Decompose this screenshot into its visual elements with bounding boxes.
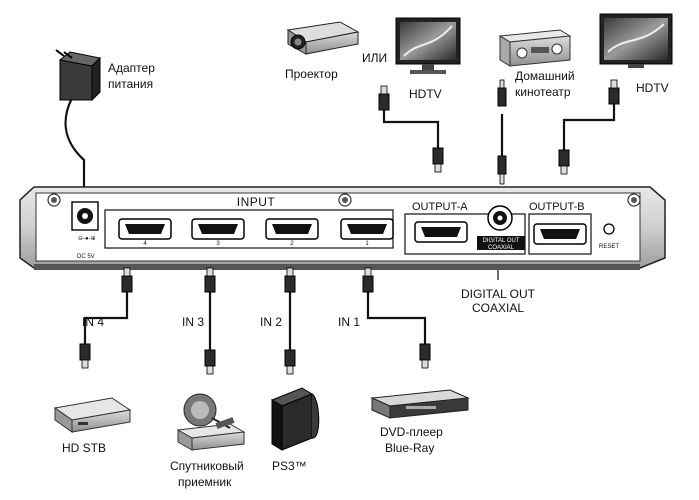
source-satellite-label-line1: Спутниковый xyxy=(170,459,244,473)
hdmi-plug-icon xyxy=(204,267,216,293)
output-a-frame xyxy=(404,213,526,255)
reset-button[interactable] xyxy=(603,223,615,235)
source-dvd-label-line2: Blue-Ray xyxy=(385,441,434,455)
source-dvd-label-line1: DVD-плеер xyxy=(380,425,443,439)
source-ps3-label: PS3™ xyxy=(272,459,307,473)
port-number-2: 2 xyxy=(290,241,294,247)
adapter-label-line2: питания xyxy=(108,77,153,91)
rca-plug-icon xyxy=(497,155,507,185)
hdmi-input-port-2[interactable] xyxy=(265,218,319,240)
screw-icon xyxy=(338,193,352,207)
coaxial-port[interactable] xyxy=(487,205,513,231)
satellite-receiver-icon xyxy=(176,393,246,451)
hdmi-plug-icon xyxy=(204,349,216,375)
hdmi-plug-icon xyxy=(284,267,296,293)
game-console-icon xyxy=(270,387,320,451)
monitor-icon xyxy=(395,17,461,74)
hdtv-b-label: HDTV xyxy=(636,81,669,95)
home-theater-label-line2: кинотеатр xyxy=(515,85,571,99)
digital-out-callout-line2: COAXIAL xyxy=(472,301,524,315)
hdmi-input-port-3[interactable] xyxy=(191,218,245,240)
output-b-frame xyxy=(528,213,592,255)
tv-icon xyxy=(599,13,673,68)
digital-out-callout-line1: DIGITAL OUT xyxy=(461,287,536,301)
dc-port-label: DC 5V xyxy=(77,254,95,260)
hdmi-output-a-port[interactable] xyxy=(414,221,468,243)
port-number-3: 3 xyxy=(216,241,220,247)
output-b-label: OUTPUT-B xyxy=(529,201,585,213)
input-label-3: IN 3 xyxy=(182,315,204,329)
coaxial-badge-text: COAXIAL xyxy=(488,245,515,251)
home-theater-label-line1: Домашний xyxy=(515,69,575,83)
hdmi-plug-icon xyxy=(121,267,133,293)
input-label-4: IN 4 xyxy=(82,315,104,329)
hdmi-plug-icon xyxy=(284,349,296,375)
hdmi-plug-icon xyxy=(432,147,444,173)
hdmi-output-b-port[interactable] xyxy=(533,223,587,245)
input-header: INPUT xyxy=(237,195,276,209)
hdmi-input-port-1[interactable] xyxy=(340,218,394,240)
adapter-label-line1: Адаптер xyxy=(108,61,155,75)
rca-plug-icon xyxy=(497,79,507,107)
dvd-player-icon xyxy=(370,389,470,419)
port-number-1: 1 xyxy=(365,241,369,247)
projector-icon xyxy=(286,21,360,55)
projector-label: Проектор xyxy=(285,67,338,81)
cables xyxy=(64,97,616,356)
hdmi-plug-icon xyxy=(419,343,431,369)
input-label-2: IN 2 xyxy=(260,315,282,329)
hdtv-a-label: HDTV xyxy=(409,87,442,101)
hdmi-input-port-4[interactable] xyxy=(118,218,172,240)
digital-out-badge xyxy=(477,236,525,250)
hdmi-plug-icon xyxy=(79,343,91,369)
dc-polarity-label: ⊖-●-⊕ xyxy=(78,236,96,242)
power-adapter-icon xyxy=(55,49,102,102)
dc-power-port[interactable]: ⊖-●-⊕ DC 5V xyxy=(71,201,99,260)
set-top-box-icon xyxy=(53,397,132,433)
hdmi-plug-icon xyxy=(608,79,620,105)
digital-out-badge-text: DIGITAL OUT xyxy=(482,238,519,244)
or-label: ИЛИ xyxy=(362,51,387,65)
screw-icon xyxy=(627,193,641,207)
source-satellite-label-line2: приемник xyxy=(178,475,232,489)
av-receiver-icon xyxy=(498,29,572,67)
hdmi-plug-icon xyxy=(558,149,570,175)
hdmi-matrix-device: ⊖-●-⊕ DC 5V INPUT 4 3 2 1 OUTPUT-A DIGIT… xyxy=(19,186,666,270)
output-a-label: OUTPUT-A xyxy=(412,201,468,213)
hdmi-plug-icon xyxy=(378,85,390,111)
input-label-1: IN 1 xyxy=(338,315,360,329)
hdmi-plug-icon xyxy=(362,267,374,293)
reset-label: RESET xyxy=(599,244,619,250)
source-hd-stb-label: HD STB xyxy=(62,441,106,455)
screw-icon xyxy=(47,193,61,207)
port-number-4: 4 xyxy=(143,241,147,247)
